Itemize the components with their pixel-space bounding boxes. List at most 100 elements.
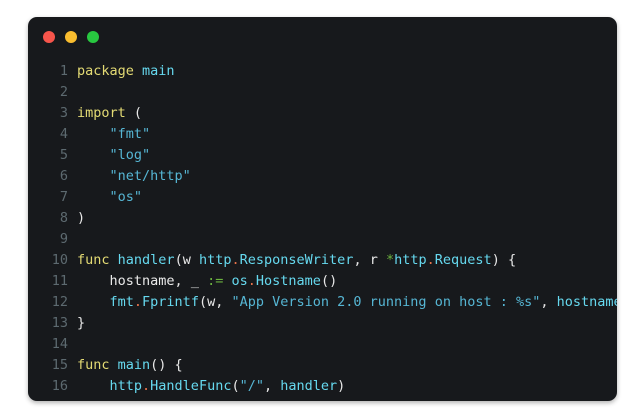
code-token: http: [198, 252, 232, 268]
code-line[interactable]: 16 http.HandleFunc("/", handler): [42, 376, 617, 397]
line-content: http.HandleFunc("/", handler): [77, 376, 346, 397]
code-token: "log": [109, 147, 151, 163]
code-token: [126, 105, 134, 121]
code-token: () {: [150, 357, 183, 373]
code-token: [77, 126, 110, 142]
code-line[interactable]: 1 package main: [42, 61, 617, 82]
code-token: [77, 168, 110, 184]
code-token: ) {: [491, 252, 517, 268]
code-token: [77, 189, 110, 205]
code-token: os: [231, 273, 248, 289]
maximize-button[interactable]: [87, 31, 99, 43]
line-number: 2: [59, 84, 68, 100]
code-line[interactable]: 2: [42, 82, 617, 103]
line-number: 12: [51, 294, 68, 310]
code-token: ): [77, 210, 86, 226]
code-line[interactable]: 12 fmt.Fprintf(w, "App Version 2.0 runni…: [42, 292, 617, 313]
line-number: 5: [59, 147, 68, 163]
code-token: ListenAndServe: [231, 399, 345, 401]
code-line[interactable]: 7 "os": [42, 187, 617, 208]
line-content: func handler(w http.ResponseWriter, r *h…: [77, 250, 516, 271]
code-token: "App Version 2.0 running on host : %s": [231, 294, 541, 310]
window-titlebar: [28, 17, 617, 57]
line-content: package main: [77, 61, 175, 82]
code-line[interactable]: 14: [42, 334, 617, 355]
code-line[interactable]: 8): [42, 208, 617, 229]
code-token: "os": [109, 189, 143, 205]
code-token: .: [134, 399, 142, 401]
code-token: log: [110, 399, 134, 401]
code-token: .: [142, 378, 151, 394]
code-token: [110, 252, 118, 268]
code-token: ,: [215, 294, 232, 310]
code-line[interactable]: 13}: [42, 313, 617, 334]
code-token: Request: [434, 252, 492, 268]
code-token: ,: [353, 252, 370, 268]
code-token: .: [247, 273, 256, 289]
line-content: "net/http": [77, 166, 191, 187]
line-number: 11: [51, 273, 68, 289]
code-line[interactable]: 3 import (: [42, 103, 617, 124]
line-number: 7: [59, 189, 68, 205]
line-number: 13: [51, 315, 68, 331]
code-token: (: [231, 378, 240, 394]
code-token: [77, 273, 110, 289]
line-content: import (: [77, 103, 142, 124]
code-token: fmt: [109, 294, 134, 310]
code-token: .: [133, 294, 143, 310]
code-token: HandleFunc: [150, 378, 232, 394]
close-button[interactable]: [43, 31, 55, 43]
code-token: *: [385, 252, 395, 268]
line-number: 6: [59, 168, 68, 184]
code-line[interactable]: 11 hostname, _ := os.Hostname(): [42, 271, 617, 292]
code-token: :=: [207, 273, 224, 289]
code-token: [199, 273, 207, 289]
code-token: ,: [263, 378, 281, 394]
line-content: "os": [77, 187, 143, 208]
line-number: 3: [59, 105, 68, 121]
line-number: 14: [51, 336, 68, 352]
code-token: [77, 147, 110, 163]
code-line[interactable]: 5 "log": [42, 145, 617, 166]
code-token: main: [117, 357, 151, 373]
minimize-button[interactable]: [65, 31, 77, 43]
line-content: }: [77, 313, 85, 334]
code-token: Fatal: [142, 399, 183, 401]
code-token: http: [394, 252, 427, 268]
code-token: "fmt": [109, 126, 151, 142]
code-token: ,: [540, 294, 557, 310]
code-line[interactable]: 17 log.Fatal(http.ListenAndServe(":8080"…: [42, 397, 617, 401]
code-token: handler: [117, 252, 175, 268]
code-token: _: [190, 273, 199, 289]
code-token: (: [133, 105, 143, 121]
code-token: r: [369, 252, 378, 268]
line-content: log.Fatal(http.ListenAndServe(":8080", n…: [77, 397, 468, 401]
line-number: 8: [59, 210, 68, 226]
code-token: func: [77, 252, 110, 268]
line-content: fmt.Fprintf(w, "App Version 2.0 running …: [77, 292, 617, 313]
code-line[interactable]: 4 "fmt": [42, 124, 617, 145]
code-line[interactable]: 6 "net/http": [42, 166, 617, 187]
code-token: w: [207, 294, 216, 310]
code-token: [77, 399, 110, 401]
code-token: ResponseWriter: [239, 252, 354, 268]
code-line[interactable]: 9: [42, 229, 617, 250]
code-token: (): [320, 273, 338, 289]
code-token: Fprintf: [142, 294, 199, 310]
code-token: "net/http": [109, 168, 191, 184]
line-number: 1: [59, 63, 68, 79]
code-token: (: [345, 399, 353, 401]
code-token: http: [109, 378, 143, 394]
code-token: func: [77, 357, 110, 373]
line-content: hostname, _ := os.Hostname(): [77, 271, 338, 292]
line-content: "fmt": [77, 124, 151, 145]
code-token: .: [231, 252, 240, 268]
code-token: hostname: [109, 273, 175, 289]
code-token: package: [77, 63, 134, 79]
code-token: ,: [174, 273, 191, 289]
